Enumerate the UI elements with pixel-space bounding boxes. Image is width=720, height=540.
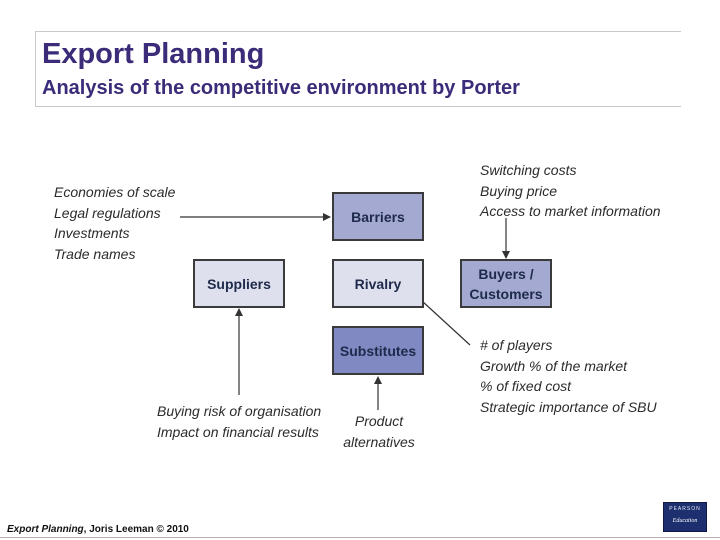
footer-title: Export Planning xyxy=(7,524,84,535)
substitutes-box: Substitutes xyxy=(332,326,424,375)
logo-bottom-text: Education xyxy=(672,518,698,524)
bottom-divider xyxy=(0,537,720,538)
buyers-factors: Switching costs Buying price Access to m… xyxy=(480,162,661,219)
suppliers-factors: Buying risk of organisation Impact on fi… xyxy=(157,403,322,440)
barriers-label: Barriers xyxy=(351,208,405,225)
substitutes-label: Substitutes xyxy=(339,342,417,359)
buyers-label-line2: Customers xyxy=(469,285,543,302)
logo-top-text: PEARSON xyxy=(669,506,701,512)
barriers-box: Barriers xyxy=(332,192,424,241)
pearson-logo: PEARSON Education xyxy=(663,502,707,532)
rivalry-label: Rivalry xyxy=(354,275,402,292)
rivalry-box: Rivalry xyxy=(332,259,424,308)
footer-rest: , Joris Leeman © 2010 xyxy=(83,524,189,535)
title-frame xyxy=(35,31,681,107)
substitutes-factors: Product alternatives xyxy=(343,413,415,450)
rivalry-factors: # of players Growth % of the market % of… xyxy=(480,337,657,415)
suppliers-box: Suppliers xyxy=(193,259,285,308)
page-subtitle: Analysis of the competitive environment … xyxy=(42,77,520,99)
page-title: Export Planning xyxy=(42,38,265,70)
buyers-label-line1: Buyers / xyxy=(478,265,534,282)
footer-credit: Export Planning, Joris Leeman © 2010 xyxy=(7,524,189,535)
buyers-box: Buyers / Customers xyxy=(460,259,552,308)
suppliers-label: Suppliers xyxy=(207,275,271,292)
barriers-factors: Economies of scale Legal regulations Inv… xyxy=(54,184,176,262)
